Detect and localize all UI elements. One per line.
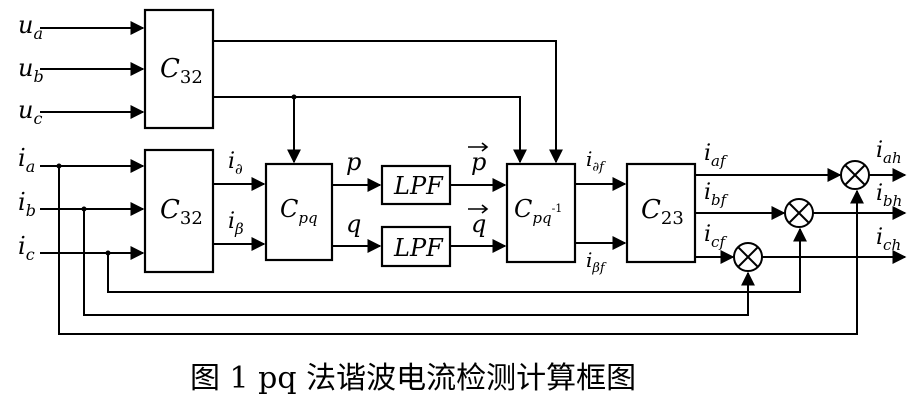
cpq-block	[264, 162, 334, 262]
q-label: q	[346, 210, 361, 238]
ic-feedback-wire	[107, 227, 807, 293]
output-iah-label: iah	[876, 138, 902, 167]
c32-mid-label: C32	[160, 195, 203, 229]
input-ub-label: ub	[18, 54, 44, 86]
lpf-q-label: LPF	[393, 234, 444, 262]
input-ua-label: ua	[18, 11, 43, 43]
input-uc-label: uc	[18, 96, 42, 128]
i-af-label: iaf	[704, 141, 728, 170]
p-bar-label: p	[471, 148, 486, 176]
ia-branch-dot	[56, 163, 62, 169]
cpq-label: Cpq	[280, 195, 318, 227]
p-bar-overline	[468, 142, 489, 152]
i-cf-label: icf	[704, 222, 727, 251]
cpq-inv-label: Cpq-1	[514, 195, 562, 227]
input-ib-label: ib	[18, 188, 36, 220]
c32-top-out1-wire	[213, 40, 563, 164]
sum-junction-b	[784, 198, 814, 228]
i-bf-label: ibf	[704, 180, 729, 209]
i-beta-label: iβ	[228, 209, 244, 238]
lpf-p-label: LPF	[393, 172, 444, 200]
p-label: p	[346, 148, 361, 176]
c32-top-out2-wire	[213, 96, 527, 164]
c32-top-label: C32	[160, 54, 203, 88]
u-branch-dot	[291, 94, 297, 100]
ic-branch-dot	[105, 250, 111, 256]
figure-caption: 图 1 pq 法谐波电流检测计算框图	[190, 361, 636, 396]
ib-feedback-wire	[83, 209, 755, 316]
ia-feedback-wire	[58, 166, 864, 335]
sum-junction-a	[840, 160, 870, 190]
ib-branch-dot	[81, 206, 87, 212]
c32-mid-block	[143, 148, 215, 274]
lpf-p-block	[380, 164, 452, 206]
input-ic-label: ic	[18, 232, 35, 264]
output-ich-label: ich	[876, 225, 901, 254]
output-ibh-label: ibh	[876, 181, 902, 210]
cpq-inv-block	[505, 162, 577, 264]
input-ia-label: ia	[18, 144, 35, 176]
c23-label: C23	[641, 195, 684, 229]
q-bar-overline	[468, 204, 489, 214]
q-bar-label: q	[471, 210, 486, 238]
sum-junction-c	[733, 242, 763, 272]
i-alpha-label: i∂	[228, 149, 243, 178]
i-beta-f-label: iβf	[586, 248, 607, 276]
c32-top-block	[143, 8, 215, 130]
i-alpha-f-label: i∂f	[586, 147, 606, 175]
